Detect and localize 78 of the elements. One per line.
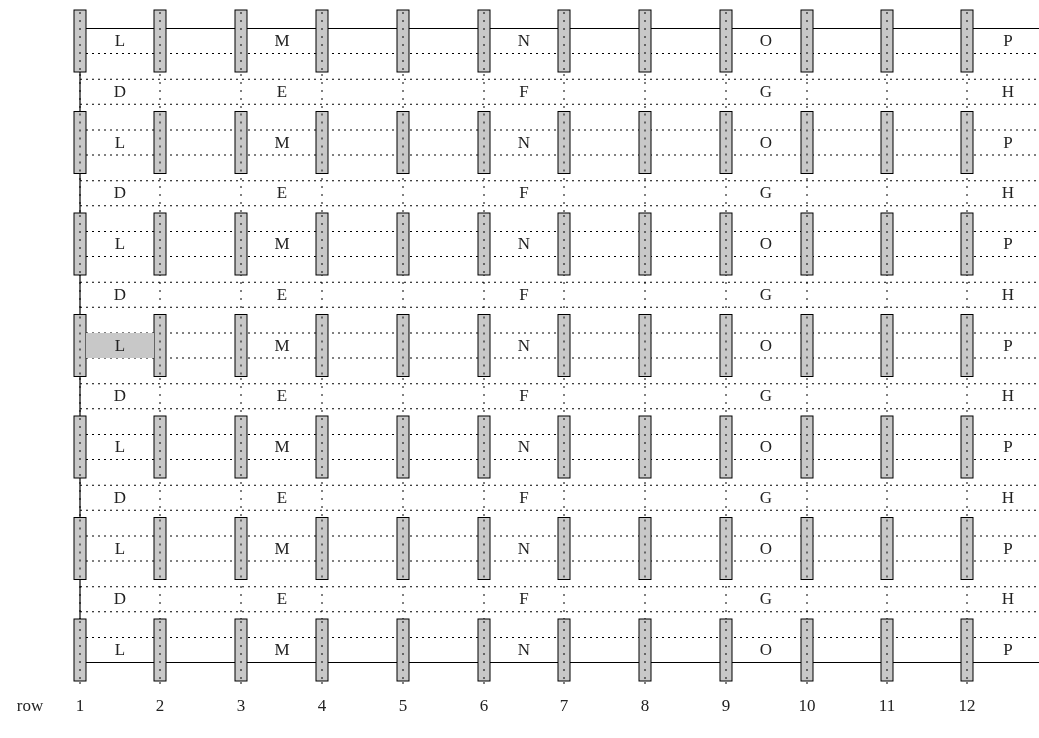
grid-letter: H [1001, 386, 1015, 407]
grid-letter: L [114, 538, 126, 559]
column-number: 6 [479, 696, 489, 716]
column-number: 11 [878, 696, 896, 716]
grid-letter: M [274, 640, 290, 660]
grid-letter: P [1003, 31, 1013, 51]
grid-letter: G [759, 386, 773, 407]
column-number: 5 [398, 696, 408, 716]
grid-letter: M [274, 31, 290, 51]
grid-letter: P [1003, 335, 1013, 356]
grid-letter: P [1003, 234, 1013, 254]
column-number: 7 [559, 696, 569, 716]
grid-letter: D [113, 589, 127, 610]
grid-letter: F [519, 386, 529, 407]
grid-letter: L [114, 640, 126, 660]
grid-letter: M [274, 335, 290, 356]
column-number: 1 [75, 696, 85, 716]
grid-letter: L [114, 132, 126, 153]
grid-letter: O [759, 640, 773, 660]
grid-letter: P [1003, 640, 1013, 660]
grid-letter: H [1001, 183, 1015, 204]
grid-letter: D [113, 183, 127, 204]
grid-letter: E [276, 386, 288, 407]
grid-letter: L [114, 437, 126, 457]
column-number: 10 [798, 696, 816, 716]
highlighted-cell: L [86, 333, 154, 358]
column-number: 2 [155, 696, 165, 716]
grid-letter: P [1003, 437, 1013, 457]
grid-letter: H [1001, 284, 1015, 305]
grid-letter: M [274, 132, 290, 153]
grid-letter: E [276, 183, 288, 204]
grid-letter: L [114, 31, 126, 51]
grid-letter: O [759, 132, 773, 153]
grid-letter: G [759, 183, 773, 204]
grid-letter: M [274, 437, 290, 457]
grid-letter: E [276, 487, 288, 508]
column-number: 9 [721, 696, 731, 716]
grid-letter: H [1001, 81, 1015, 102]
grid-letter: M [274, 234, 290, 254]
axis-label: row [16, 696, 44, 716]
column-number: 12 [958, 696, 976, 716]
grid-letter: G [759, 487, 773, 508]
grid-letter: F [519, 183, 529, 204]
grid-letter: N [517, 31, 531, 51]
grid-letter: N [517, 437, 531, 457]
grid-letter: P [1003, 132, 1013, 153]
grid-letter: N [517, 132, 531, 153]
grid-letter: F [519, 284, 529, 305]
grid-letter: G [759, 589, 773, 610]
grid-letter: D [113, 386, 127, 407]
grid-letter: L [114, 234, 126, 254]
grid-letter: E [276, 81, 288, 102]
grid-letter: D [113, 284, 127, 305]
grid-letter: D [113, 81, 127, 102]
grid-letter: O [759, 437, 773, 457]
grid-letter: E [276, 589, 288, 610]
grid-letter: O [759, 538, 773, 559]
grid-letter: H [1001, 589, 1015, 610]
grid-letter: H [1001, 487, 1015, 508]
grid-letter: G [759, 284, 773, 305]
grid-letter: F [519, 81, 529, 102]
column-number: 4 [317, 696, 327, 716]
grid-letter: P [1003, 538, 1013, 559]
column-number: 8 [640, 696, 650, 716]
grid-letter: N [517, 335, 531, 356]
grid-letter: D [113, 487, 127, 508]
grid-letter: O [759, 335, 773, 356]
grid-letter: O [759, 31, 773, 51]
grid-letter: F [519, 589, 529, 610]
grid-letter: O [759, 234, 773, 254]
grid-letter: N [517, 640, 531, 660]
grid-letter: E [276, 284, 288, 305]
grid-letter: F [519, 487, 529, 508]
column-number: 3 [236, 696, 246, 716]
grid-letter: N [517, 538, 531, 559]
grid-letter: M [274, 538, 290, 559]
grid-letter: N [517, 234, 531, 254]
grid-letter: G [759, 81, 773, 102]
